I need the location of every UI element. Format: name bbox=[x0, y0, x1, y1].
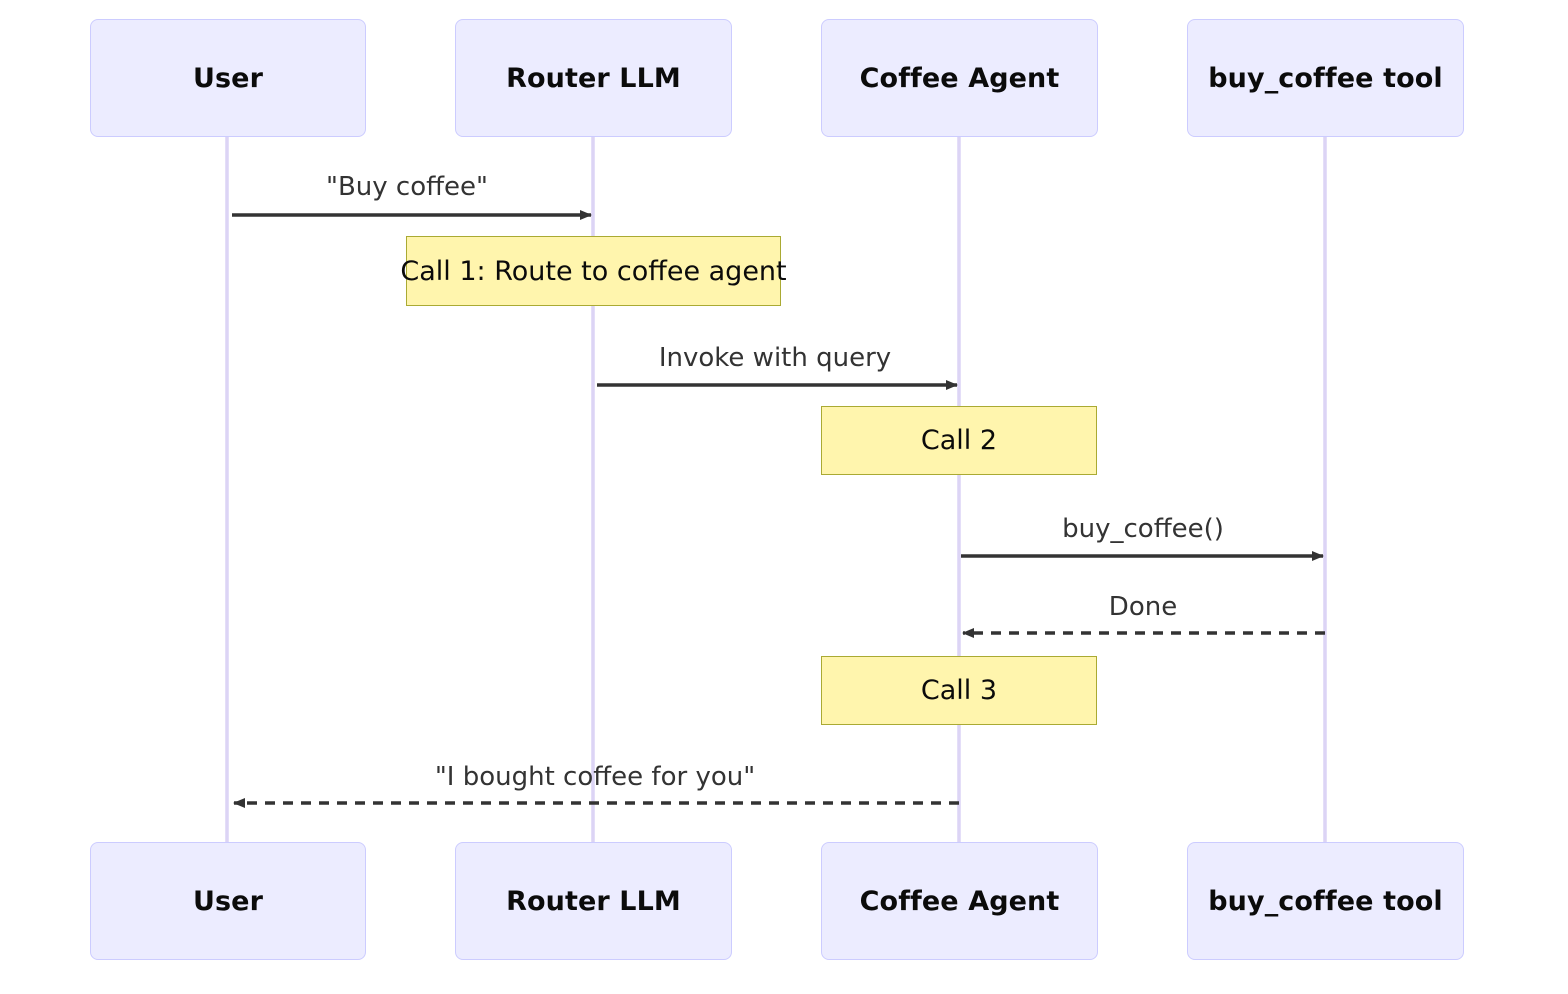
participant-router-top[interactable]: Router LLM bbox=[455, 19, 732, 137]
participant-agent-bottom[interactable]: Coffee Agent bbox=[821, 842, 1098, 960]
participant-label: Coffee Agent bbox=[859, 885, 1060, 917]
participant-label: Router LLM bbox=[506, 62, 681, 94]
participant-tool-bottom[interactable]: buy_coffee tool bbox=[1187, 842, 1464, 960]
participant-router-bottom[interactable]: Router LLM bbox=[455, 842, 732, 960]
participant-label: buy_coffee tool bbox=[1208, 62, 1443, 94]
participant-user-bottom[interactable]: User bbox=[90, 842, 366, 960]
participant-tool-top[interactable]: buy_coffee tool bbox=[1187, 19, 1464, 137]
participant-agent-top[interactable]: Coffee Agent bbox=[821, 19, 1098, 137]
participant-label: User bbox=[192, 885, 264, 917]
note-label: Call 3 bbox=[920, 675, 998, 706]
message-label-m3: buy_coffee() bbox=[1062, 514, 1224, 544]
message-label-m4: Done bbox=[1108, 592, 1178, 622]
note-n1: Call 1: Route to coffee agent bbox=[400, 236, 787, 306]
note-label: Call 2 bbox=[920, 425, 998, 456]
message-label-m5: "I bought coffee for you" bbox=[434, 762, 756, 792]
note-n2: Call 2 bbox=[821, 406, 1097, 475]
message-label-m1: "Buy coffee" bbox=[326, 172, 488, 202]
participant-label: Router LLM bbox=[506, 885, 681, 917]
note-label: Call 1: Route to coffee agent bbox=[400, 255, 787, 287]
participant-label: User bbox=[192, 62, 264, 94]
participant-user-top[interactable]: User bbox=[90, 19, 366, 137]
participant-label: Coffee Agent bbox=[859, 62, 1060, 94]
participant-label: buy_coffee tool bbox=[1208, 885, 1443, 917]
note-n3: Call 3 bbox=[821, 656, 1097, 725]
message-label-m2: Invoke with query bbox=[658, 343, 892, 373]
